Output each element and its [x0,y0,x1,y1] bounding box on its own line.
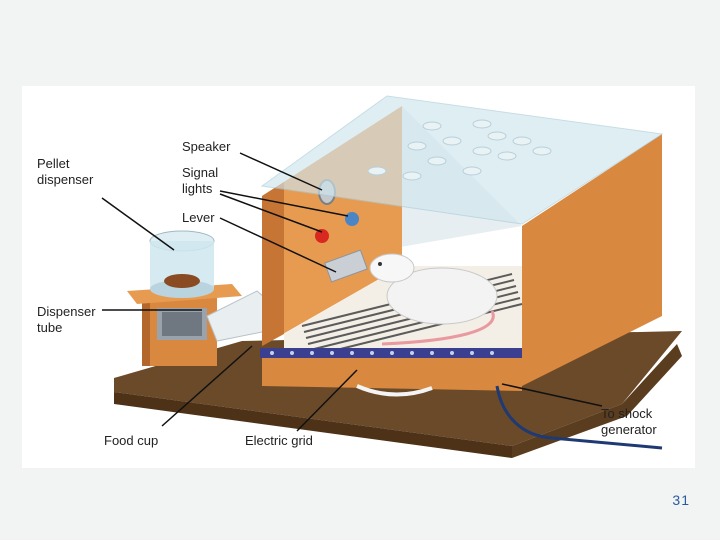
box-left-panel-shade [262,182,284,346]
label-food-cup: Food cup [104,433,159,448]
signal-light-blue [345,212,359,226]
label-signal-lights: Signal lights [182,165,219,196]
base-board-edge-right [512,344,682,458]
rat [369,253,498,346]
pellet-pile [164,274,200,288]
label-electric-grid: Electric grid [245,433,313,448]
label-pellet-dispenser: Pellet dispenser [37,156,94,187]
lever-device [324,249,368,283]
shock-wire [495,385,663,450]
skinner-box-figure [22,86,695,468]
base-board-edge [114,392,512,458]
dispenser-stand-shadow [142,296,150,366]
label-shock-generator: To shock generator [601,406,657,437]
label-lever: Lever [182,210,215,225]
label-speaker: Speaker [182,139,231,154]
box-right-panel [522,134,662,386]
callout-lines [101,152,603,432]
page-number: 31 [672,492,690,508]
lid-holes [367,119,552,181]
grid-studs [270,351,494,355]
skinner-box-illustration [101,95,682,458]
label-dispenser-tube: Dispenser tube [37,304,96,335]
front-drawer [262,358,522,391]
glass-lid [260,95,664,225]
drawer-handle [356,384,433,397]
signal-light-red [315,229,329,243]
